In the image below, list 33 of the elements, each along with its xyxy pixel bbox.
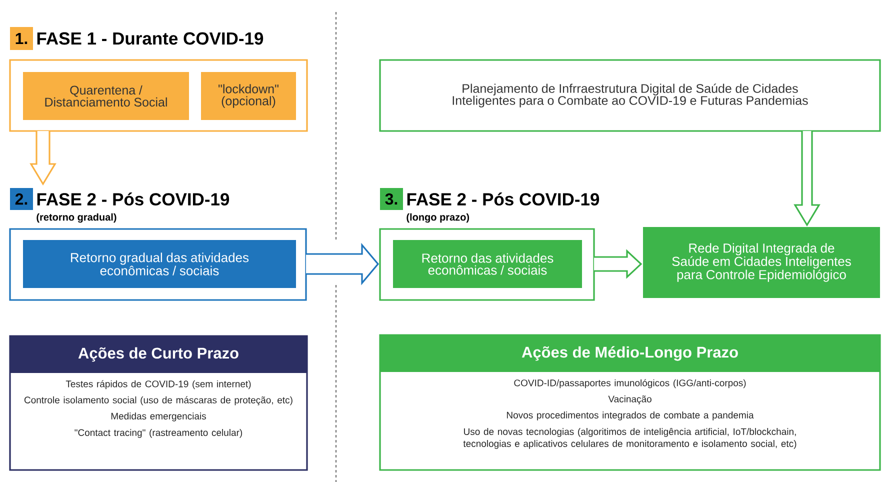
list-item: "Contact tracing" (rastreamento celular) xyxy=(74,429,242,438)
action-panel xyxy=(379,334,881,471)
phase-heading: FASE 2 - Pós COVID-19 xyxy=(37,192,230,206)
action-panel xyxy=(9,335,308,471)
frame-box xyxy=(379,228,595,301)
number-badge: 2. xyxy=(10,188,33,210)
phase-heading: FASE 1 - Durante COVID-19 xyxy=(37,32,264,45)
step-box: Rede Digital Integrada de Saúde em Cidades Inteligentes para Controle Epidemiológico xyxy=(643,227,880,298)
number-badge: 3. xyxy=(380,188,403,210)
number-badge: 1. xyxy=(10,27,33,50)
phase-subtitle: (longo prazo) xyxy=(406,213,470,223)
panel-heading: Ações de Curto Prazo xyxy=(78,347,238,362)
block-arrow xyxy=(305,242,380,286)
list-item: Testes rápidos de COVID-19 (sem internet) xyxy=(66,380,251,390)
block-arrow xyxy=(794,130,820,227)
phase-subtitle: (retorno gradual) xyxy=(36,213,116,223)
list-item: Uso de novas tecnologias (algoritimos de inteligência artificial, IoT/blockchain, tecnologias e aplicativos celulares de monitoramento e isolamento social, etc) xyxy=(463,428,796,449)
frame-box xyxy=(9,228,307,301)
step-box: Retorno das atividades econômicas / sociais xyxy=(393,240,582,288)
step-box: Quarentena / Distanciamento Social xyxy=(23,72,189,120)
panel-heading: Ações de Médio-Longo Prazo xyxy=(522,346,738,361)
block-arrow xyxy=(30,130,56,186)
list-item: Novos procedimentos integrados de combate a pandemia xyxy=(506,412,754,420)
step-box: "lockdown" (opcional) xyxy=(201,72,296,120)
step-box: Retorno gradual das atividades econômicas / sociais xyxy=(23,240,296,288)
block-arrow xyxy=(593,249,642,279)
list-item: Controle isolamento social (uso de máscaras de proteção, etc) xyxy=(24,396,292,406)
list-item: COVID-ID/passaportes imunológicos (IGG/anti-corpos) xyxy=(514,379,746,388)
title-box: Planejamento de Infrraestrutura Digital de Saúde de Cidades Inteligentes para o Combate ao COVID-19 e Futuras Pandemias xyxy=(379,59,881,132)
frame-box xyxy=(9,59,308,132)
phase-heading: FASE 2 - Pós COVID-19 xyxy=(407,192,600,206)
list-item: Medidas emergenciais xyxy=(111,412,206,422)
list-item: Vacinação xyxy=(608,395,652,404)
